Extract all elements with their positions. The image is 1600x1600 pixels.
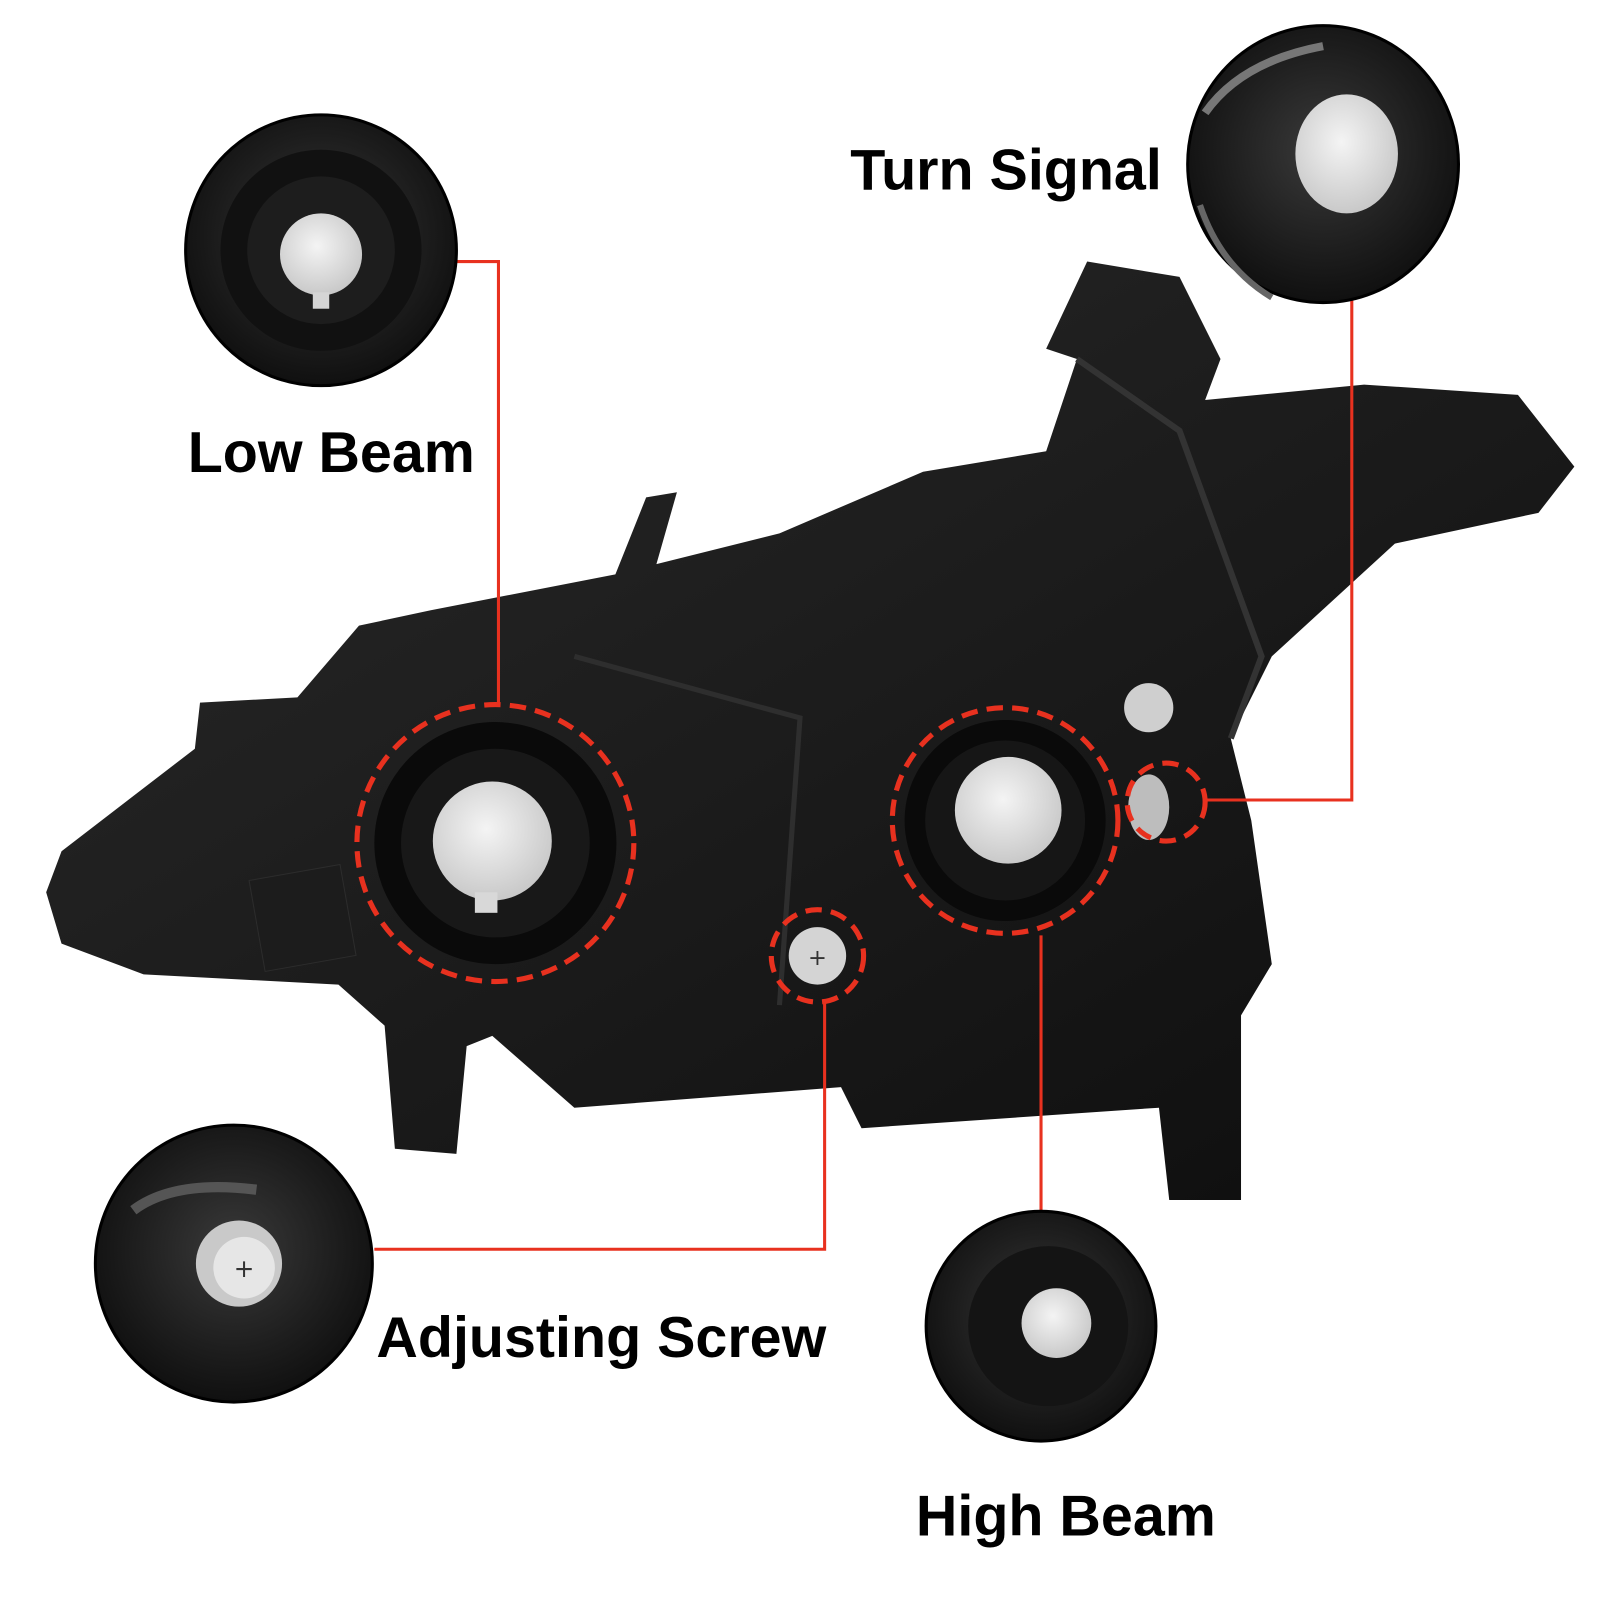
svg-text:+: + [808, 945, 827, 971]
low-beam-leader-line [456, 260, 500, 706]
turn-signal-label: Turn Signal [850, 139, 1162, 203]
svg-text:+: + [234, 1254, 255, 1283]
headlight-housing: + [46, 261, 1575, 1200]
low-beam-zoom-inset [184, 113, 458, 388]
turn-signal-leader-line [1205, 297, 1354, 802]
adjusting-screw-zoom-inset: + [93, 1123, 374, 1404]
high-beam-highlight [889, 705, 1121, 936]
adjusting-screw-label: Adjusting Screw [376, 1306, 826, 1370]
adjusting-screw-highlight [768, 907, 867, 1005]
turn-signal-highlight [1124, 760, 1208, 844]
turn-signal-zoom-inset [1186, 24, 1460, 305]
low-beam-label: Low Beam [188, 421, 475, 485]
high-beam-zoom-inset [924, 1209, 1158, 1443]
adjusting-screw-leader-line [374, 1003, 827, 1251]
low-beam-highlight [354, 702, 637, 985]
high-beam-label: High Beam [916, 1484, 1216, 1548]
